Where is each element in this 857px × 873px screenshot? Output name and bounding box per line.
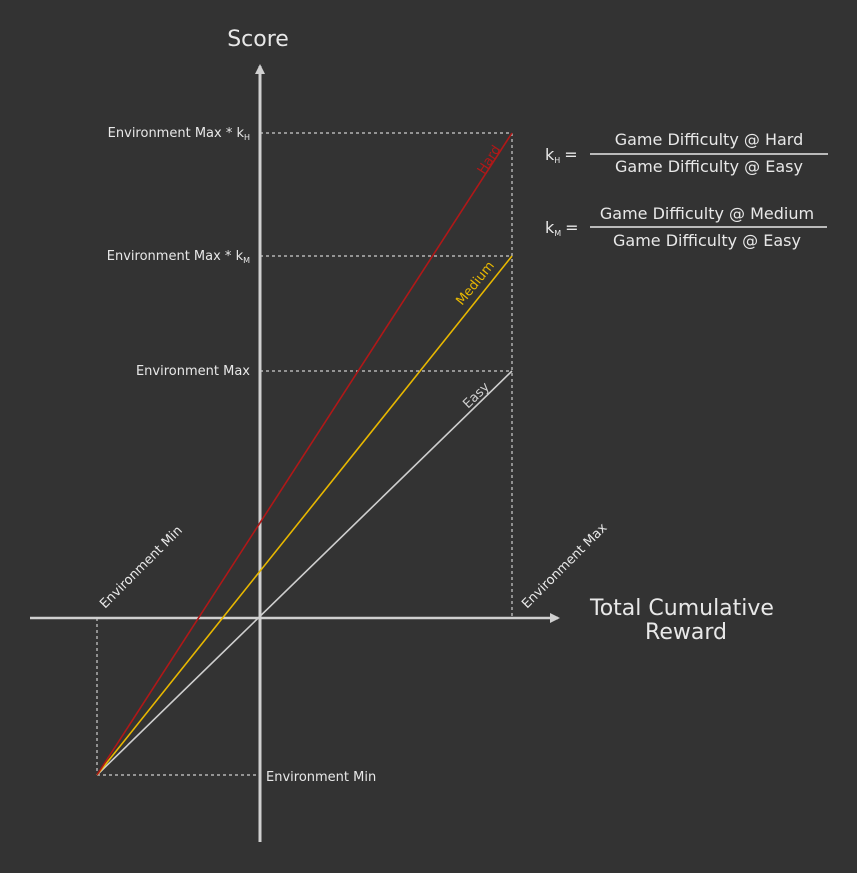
easy-line-label: Easy <box>460 380 493 412</box>
formula-kh-denominator: Game Difficulty @ Easy <box>615 157 803 176</box>
y-tick-max-h-text: Environment Max * k <box>108 126 245 141</box>
formula-kh-numerator: Game Difficulty @ Hard <box>615 130 804 149</box>
formula-km-k: k <box>545 218 555 237</box>
hard-line <box>96 132 513 776</box>
formula-km-eq: = <box>565 218 578 237</box>
y-tick-max-m-text: Environment Max * k <box>107 249 244 264</box>
formula-km-denominator: Game Difficulty @ Easy <box>613 231 801 250</box>
x-axis-title-line1: Total Cumulative <box>589 596 774 621</box>
formula-kh-k: k <box>545 145 555 164</box>
formula-kh-lhs: kH = <box>545 145 578 165</box>
formula-kh: kH = Game Difficulty @ Hard Game Difficul… <box>545 130 828 176</box>
formula-km-lhs: kM = <box>545 218 579 238</box>
formula-km: kM = Game Difficulty @ Medium Game Diffic… <box>545 204 827 250</box>
formula-km-sub: M <box>554 229 561 238</box>
y-tick-max-h: Environment Max * kH <box>108 126 250 142</box>
y-tick-min: Environment Min <box>266 770 376 785</box>
guide-lines <box>96 132 513 776</box>
medium-line <box>96 255 513 776</box>
y-tick-max-m-sub: M <box>243 256 250 265</box>
y-tick-max-m: Environment Max * kM <box>107 249 250 265</box>
y-tick-max: Environment Max <box>136 364 250 379</box>
y-tick-max-h-sub: H <box>244 133 250 142</box>
formula-km-numerator: Game Difficulty @ Medium <box>600 204 814 223</box>
y-axis-title: Score <box>227 27 289 52</box>
hard-line-label: Hard <box>475 143 505 177</box>
x-tick-min: Environment Min <box>97 523 186 612</box>
formula-kh-eq: = <box>564 145 577 164</box>
x-axis-title-line2: Reward <box>645 620 727 645</box>
formula-kh-sub: H <box>554 156 560 165</box>
easy-line <box>96 370 513 776</box>
